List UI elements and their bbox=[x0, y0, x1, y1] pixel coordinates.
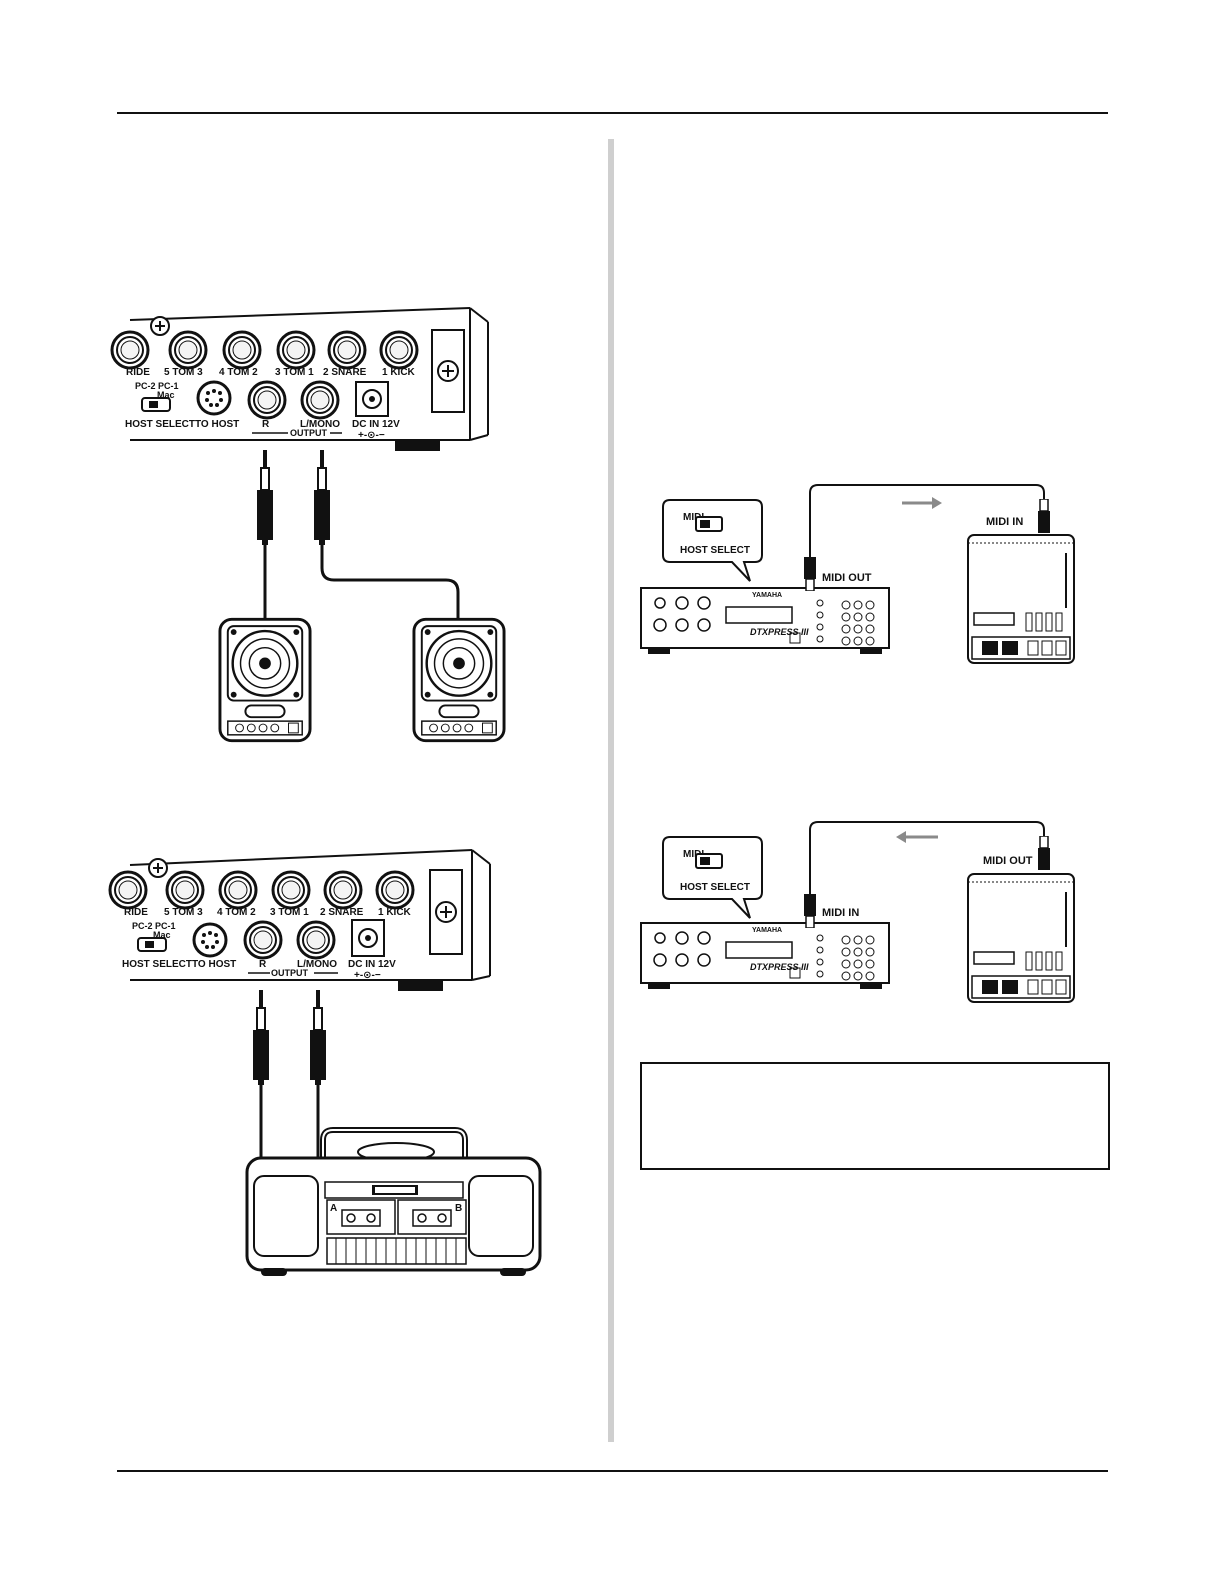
switch-mac-label: Mac bbox=[157, 390, 175, 400]
svg-text:B: B bbox=[455, 1203, 462, 1214]
label-ride: RIDE bbox=[126, 367, 150, 378]
output-l-jack-2[interactable] bbox=[296, 920, 336, 960]
jack-tom1-2 bbox=[271, 870, 311, 910]
to-host-port[interactable] bbox=[196, 380, 232, 416]
label-snare: 2 SNARE bbox=[323, 367, 367, 378]
to-host-port-2[interactable] bbox=[192, 922, 228, 958]
bottom-rule bbox=[117, 1470, 1108, 1472]
label-tom2-2: 4 TOM 2 bbox=[217, 907, 256, 918]
dc-polarity-mark: +-⊙-− bbox=[358, 430, 385, 441]
output-r-label: R bbox=[262, 419, 270, 430]
module-model-2: DTXPRESS III bbox=[750, 962, 809, 972]
boombox: A B bbox=[245, 1127, 542, 1276]
jack-tom3 bbox=[168, 330, 208, 370]
midi-out-label-2: MIDI OUT bbox=[983, 855, 1033, 867]
label-tom3-2: 5 TOM 3 bbox=[164, 907, 203, 918]
switch-mac-label-2: Mac bbox=[153, 930, 171, 940]
midi-in-label-2: MIDI IN bbox=[822, 907, 859, 919]
speaker-connection-figure: RIDE 5 TOM 3 4 TOM 2 3 TOM 1 2 SNARE 1 K… bbox=[110, 307, 506, 743]
plug-l-2 bbox=[309, 990, 327, 1085]
module-model: DTXPRESS III bbox=[750, 627, 809, 637]
dc-in-port[interactable] bbox=[355, 381, 389, 417]
jack-ride bbox=[110, 330, 150, 370]
note-box bbox=[640, 1062, 1110, 1170]
top-rule bbox=[117, 112, 1108, 114]
output-l-jack[interactable] bbox=[300, 380, 340, 420]
jack-tom2 bbox=[222, 330, 262, 370]
output-label: OUTPUT bbox=[290, 428, 328, 438]
midi-cable-2 bbox=[809, 821, 1045, 902]
host-select-callout-2 bbox=[662, 836, 763, 919]
host-select-label: HOST SELECT bbox=[125, 419, 195, 430]
speaker-left bbox=[412, 617, 506, 743]
label-kick: 1 KICK bbox=[382, 367, 416, 378]
output-label-2: OUTPUT bbox=[271, 968, 309, 978]
module-brand-2: YAMAHA bbox=[752, 927, 782, 934]
label-tom3: 5 TOM 3 bbox=[164, 367, 203, 378]
midi-out-figure: MIDI HOST SELECT YAMAHA DTXPRESS III MID… bbox=[640, 484, 1075, 664]
external-midi-device bbox=[967, 534, 1075, 664]
jack-snare bbox=[327, 330, 367, 370]
to-host-label-2: TO HOST bbox=[192, 959, 236, 970]
plug-r-2 bbox=[252, 990, 270, 1085]
jack-tom1 bbox=[276, 330, 316, 370]
switch-top-label: PC-2 PC-1 bbox=[135, 381, 179, 391]
dc-in-label: DC IN 12V bbox=[352, 419, 400, 430]
output-r-label-2: R bbox=[259, 959, 267, 970]
to-host-label: TO HOST bbox=[195, 419, 239, 430]
jack-kick bbox=[379, 330, 419, 370]
label-tom2: 4 TOM 2 bbox=[219, 367, 258, 378]
midi-in-label: MIDI IN bbox=[986, 516, 1023, 528]
callout-host-select: HOST SELECT bbox=[680, 545, 750, 556]
output-r-jack[interactable] bbox=[247, 380, 287, 420]
cable-l bbox=[320, 545, 460, 618]
midi-in-figure: MIDI HOST SELECT YAMAHA DTXPRESS III MID… bbox=[640, 821, 1075, 1003]
stereo-connection-figure: RIDE 5 TOM 3 4 TOM 2 3 TOM 1 2 SNARE 1 K… bbox=[108, 849, 542, 1276]
speaker-right bbox=[218, 617, 312, 743]
jack-ride-2 bbox=[108, 870, 148, 910]
svg-text:A: A bbox=[330, 1203, 337, 1214]
output-l-label: L/MONO bbox=[300, 419, 340, 430]
callout-midi-label-2: MIDI bbox=[683, 849, 704, 860]
dc-polarity-mark-2: +-⊙-− bbox=[354, 970, 381, 981]
label-tom1-2: 3 TOM 1 bbox=[270, 907, 309, 918]
midi-in-plug bbox=[1037, 499, 1051, 533]
label-kick-2: 1 KICK bbox=[378, 907, 412, 918]
label-snare-2: 2 SNARE bbox=[320, 907, 364, 918]
plug-r bbox=[256, 450, 274, 545]
midi-in-plug-2 bbox=[803, 894, 817, 928]
host-select-callout bbox=[662, 499, 763, 582]
callout-midi-label: MIDI bbox=[683, 512, 704, 523]
column-divider bbox=[608, 139, 614, 1442]
jack-tom2-2 bbox=[218, 870, 258, 910]
midi-out-plug bbox=[803, 557, 817, 591]
jack-snare-2 bbox=[323, 870, 363, 910]
output-l-label-2: L/MONO bbox=[297, 959, 337, 970]
dc-in-label-2: DC IN 12V bbox=[348, 959, 396, 970]
plug-l bbox=[313, 450, 331, 545]
module-brand: YAMAHA bbox=[752, 592, 782, 599]
jack-tom3-2 bbox=[165, 870, 205, 910]
midi-out-label: MIDI OUT bbox=[822, 572, 872, 584]
switch-top-label-2: PC-2 PC-1 bbox=[132, 921, 176, 931]
midi-out-plug-2 bbox=[1037, 836, 1051, 870]
midi-cable-1 bbox=[809, 484, 1045, 565]
external-midi-device-2 bbox=[967, 873, 1075, 1003]
host-select-label-2: HOST SELECT bbox=[122, 959, 192, 970]
jack-kick-2 bbox=[375, 870, 415, 910]
output-r-jack-2[interactable] bbox=[243, 920, 283, 960]
label-ride-2: RIDE bbox=[124, 907, 148, 918]
callout-host-select-2: HOST SELECT bbox=[680, 882, 750, 893]
label-tom1: 3 TOM 1 bbox=[275, 367, 314, 378]
